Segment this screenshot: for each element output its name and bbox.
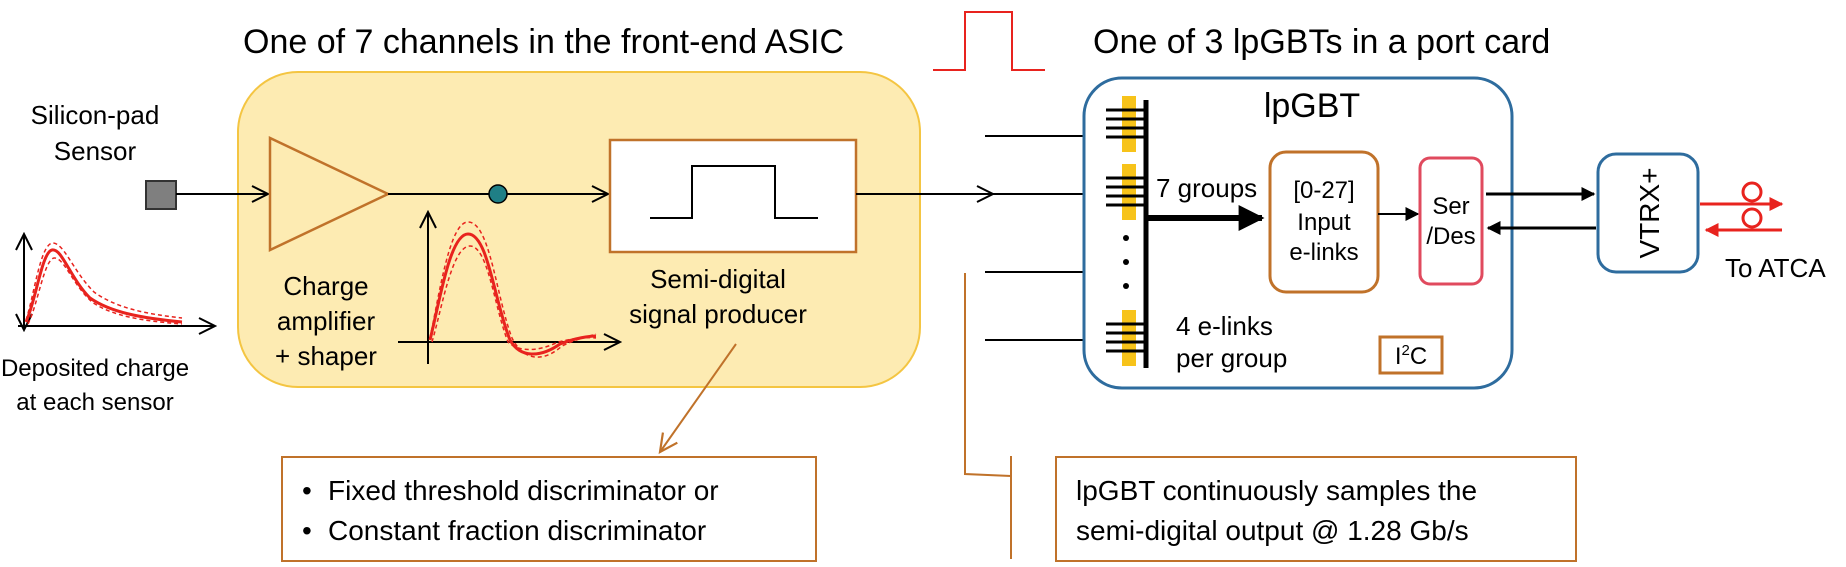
elink-pad-group-1 xyxy=(1106,96,1146,152)
input-label-line2: Input xyxy=(1297,209,1351,236)
ellipsis-dot-3 xyxy=(1123,283,1129,289)
charge-amplifier-triangle xyxy=(268,136,391,252)
shaped-pulse-plot xyxy=(398,212,620,364)
vtrx-box xyxy=(1596,152,1700,274)
input-label-line1: [0-27] xyxy=(1293,177,1354,204)
amplifier-label-line2: amplifier xyxy=(277,306,376,336)
sampling-line2: semi-digital output @ 1.28 Gb/s xyxy=(1076,515,1469,546)
signal-producer-box xyxy=(608,138,858,254)
elinks-label-line2: per group xyxy=(1176,343,1287,373)
vtrx-label: VTRX+ xyxy=(1634,167,1665,258)
optical-link-icon xyxy=(1700,181,1784,237)
silicon-pad-sensor xyxy=(145,180,177,210)
pulse-icon xyxy=(933,11,1045,71)
discriminator-bullet-2: • xyxy=(302,515,312,546)
sensor-label-line1: Silicon-pad xyxy=(31,100,160,130)
input-label-line3: e-links xyxy=(1289,239,1358,266)
i2c-label: I2C xyxy=(1395,342,1427,370)
amplifier-label-line1: Charge xyxy=(283,271,368,301)
ellipsis-dot-2 xyxy=(1123,259,1129,265)
serdes-label-line1: Ser xyxy=(1432,193,1469,220)
elink-pad-group-2 xyxy=(1106,164,1146,220)
discriminator-box xyxy=(281,456,817,562)
signal-node xyxy=(488,184,508,204)
lpgbt-title: lpGBT xyxy=(1264,87,1360,125)
sensor-label-line2: Sensor xyxy=(54,136,137,166)
port-card-title: One of 3 lpGBTs in a port card xyxy=(1093,23,1550,61)
producer-label-line1: Semi-digital xyxy=(650,264,786,294)
serdes-box xyxy=(1418,156,1484,286)
asic-title: One of 7 channels in the front-end ASIC xyxy=(243,23,844,61)
deposited-label-line1: Deposited charge xyxy=(1,355,189,382)
sampling-line1: lpGBT continuously samples the xyxy=(1076,475,1477,506)
producer-callout-arrow xyxy=(660,343,737,452)
sampling-bracket xyxy=(964,273,1012,477)
serdes-label-line2: /Des xyxy=(1426,223,1475,250)
discriminator-item-1: Fixed threshold discriminator or xyxy=(328,475,719,506)
amplifier-label-line3: + shaper xyxy=(275,341,377,371)
ellipsis-dot-1 xyxy=(1123,235,1129,241)
discriminator-bullet-1: • xyxy=(302,475,312,506)
elink-pad-group-4 xyxy=(1106,310,1146,366)
to-atca-label: To ATCA xyxy=(1725,253,1826,283)
discriminator-item-2: Constant fraction discriminator xyxy=(328,515,706,546)
sampling-box xyxy=(1055,456,1577,562)
groups-label: 7 groups xyxy=(1156,173,1257,203)
elinks-label-line1: 4 e-links xyxy=(1176,311,1273,341)
deposited-label-line2: at each sensor xyxy=(16,389,173,416)
i2c-box xyxy=(1378,335,1444,375)
input-elinks-box xyxy=(1268,150,1380,294)
digital-pulse-icon xyxy=(650,165,818,219)
deposited-charge-plot xyxy=(18,234,215,330)
producer-label-line2: signal producer xyxy=(629,299,807,329)
